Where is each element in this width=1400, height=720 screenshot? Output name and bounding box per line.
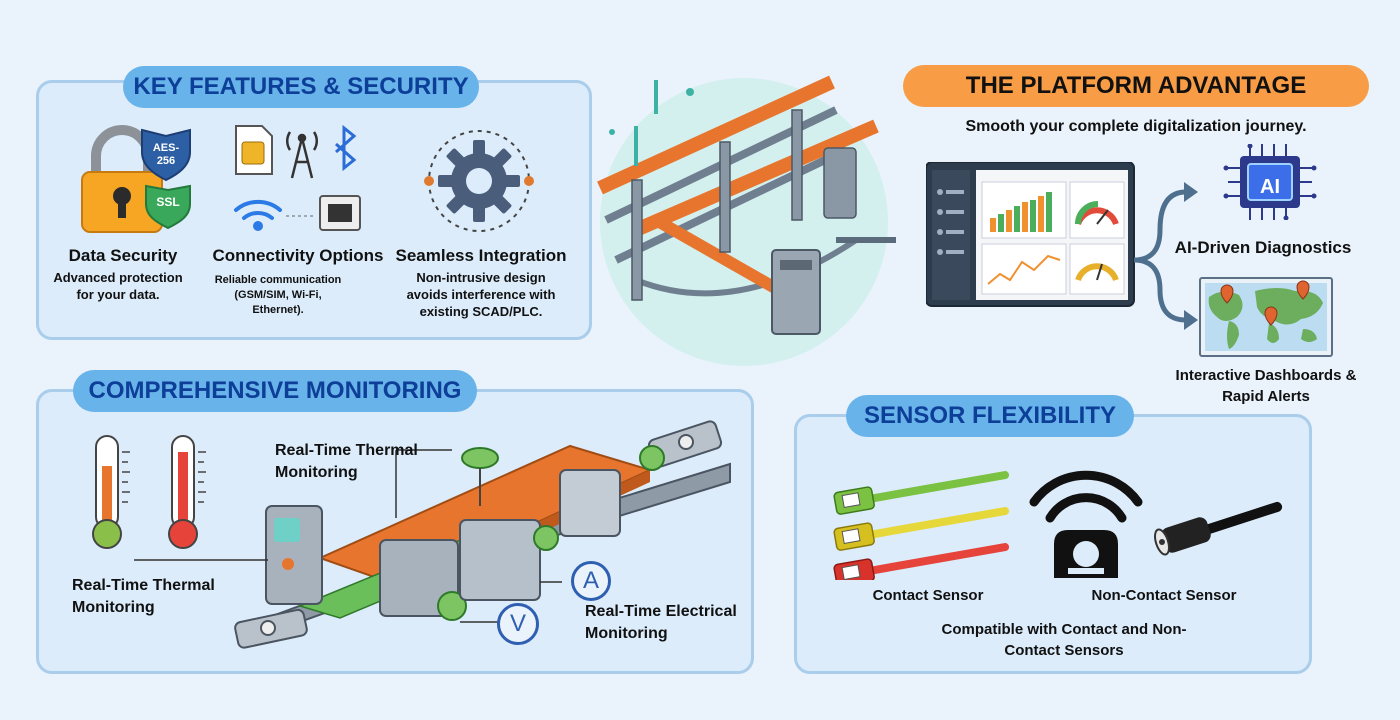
busbar-assembly-illustration — [230, 410, 740, 650]
dashboard-monitor — [926, 162, 1136, 308]
thermal-label-left: Real-Time Thermal Monitoring — [72, 577, 215, 616]
connectivity-title: Connectivity Options — [212, 246, 384, 265]
wifi-icon — [234, 199, 282, 231]
ammeter-icon — [571, 561, 611, 601]
thermometer-warm-icon — [88, 432, 138, 552]
connectivity-desc: Reliable communication (GSM/SIM, Wi-Fi, … — [214, 274, 342, 316]
platform-subtitle: Smooth your complete digitalization jour… — [965, 118, 1307, 135]
thermal-label-top: Real-Time Thermal Monitoring — [275, 442, 418, 481]
ai-chip-icon — [1222, 144, 1318, 220]
gear-icon — [424, 126, 534, 236]
svg-text:256: 256 — [157, 155, 175, 167]
contact-sensor-icon — [830, 468, 1010, 580]
ethernet-port-icon — [319, 195, 361, 231]
svg-text:AES-: AES- — [153, 142, 180, 154]
monitoring-leader-lines — [100, 440, 620, 640]
bluetooth-icon — [335, 124, 357, 172]
thermometer-hot-icon — [164, 432, 214, 552]
sim-card-icon — [235, 125, 273, 175]
wireless-sensor-icon — [1028, 468, 1144, 580]
busbar-hub-illustration — [596, 70, 896, 370]
integration-desc: Non-intrusive design avoids interference… — [406, 270, 556, 319]
data-security-title: Data Security — [68, 246, 178, 265]
sensor-caption: Compatible with Contact and Non-Contact … — [941, 621, 1187, 659]
sensor-panel — [794, 414, 1312, 674]
cell-tower-icon — [285, 131, 319, 179]
dashboards-label: Interactive Dashboards & Rapid Alerts — [1175, 367, 1357, 405]
ammeter-label: A — [582, 567, 599, 594]
voltmeter-label: V — [509, 610, 526, 637]
padlock-icon: AES- 256 SSL — [76, 124, 196, 236]
monitoring-title: COMPREHENSIVE MONITORING — [73, 370, 477, 412]
sensor-title: SENSOR FLEXIBILITY — [846, 395, 1134, 437]
world-map-icon — [1199, 277, 1333, 357]
data-security-desc: Advanced protection for your data. — [53, 270, 183, 302]
ai-chip-text: AI — [1260, 176, 1280, 198]
probe-sensor-icon — [1150, 494, 1284, 558]
platform-title: THE PLATFORM ADVANTAGE — [903, 65, 1369, 107]
contact-sensor-label: Contact Sensor — [872, 587, 984, 604]
key-features-title: KEY FEATURES & SECURITY — [123, 66, 479, 108]
platform-arrows — [1130, 180, 1200, 330]
integration-title: Seamless Integration — [395, 246, 567, 265]
voltmeter-icon — [497, 603, 539, 645]
electrical-label: Real-Time Electrical Monitoring — [585, 603, 737, 642]
connectivity-icon — [232, 122, 372, 234]
ai-diagnostics-label: AI-Driven Diagnostics — [1174, 238, 1352, 257]
svg-text:SSL: SSL — [156, 195, 179, 209]
noncontact-sensor-label: Non-Contact Sensor — [1091, 587, 1237, 604]
